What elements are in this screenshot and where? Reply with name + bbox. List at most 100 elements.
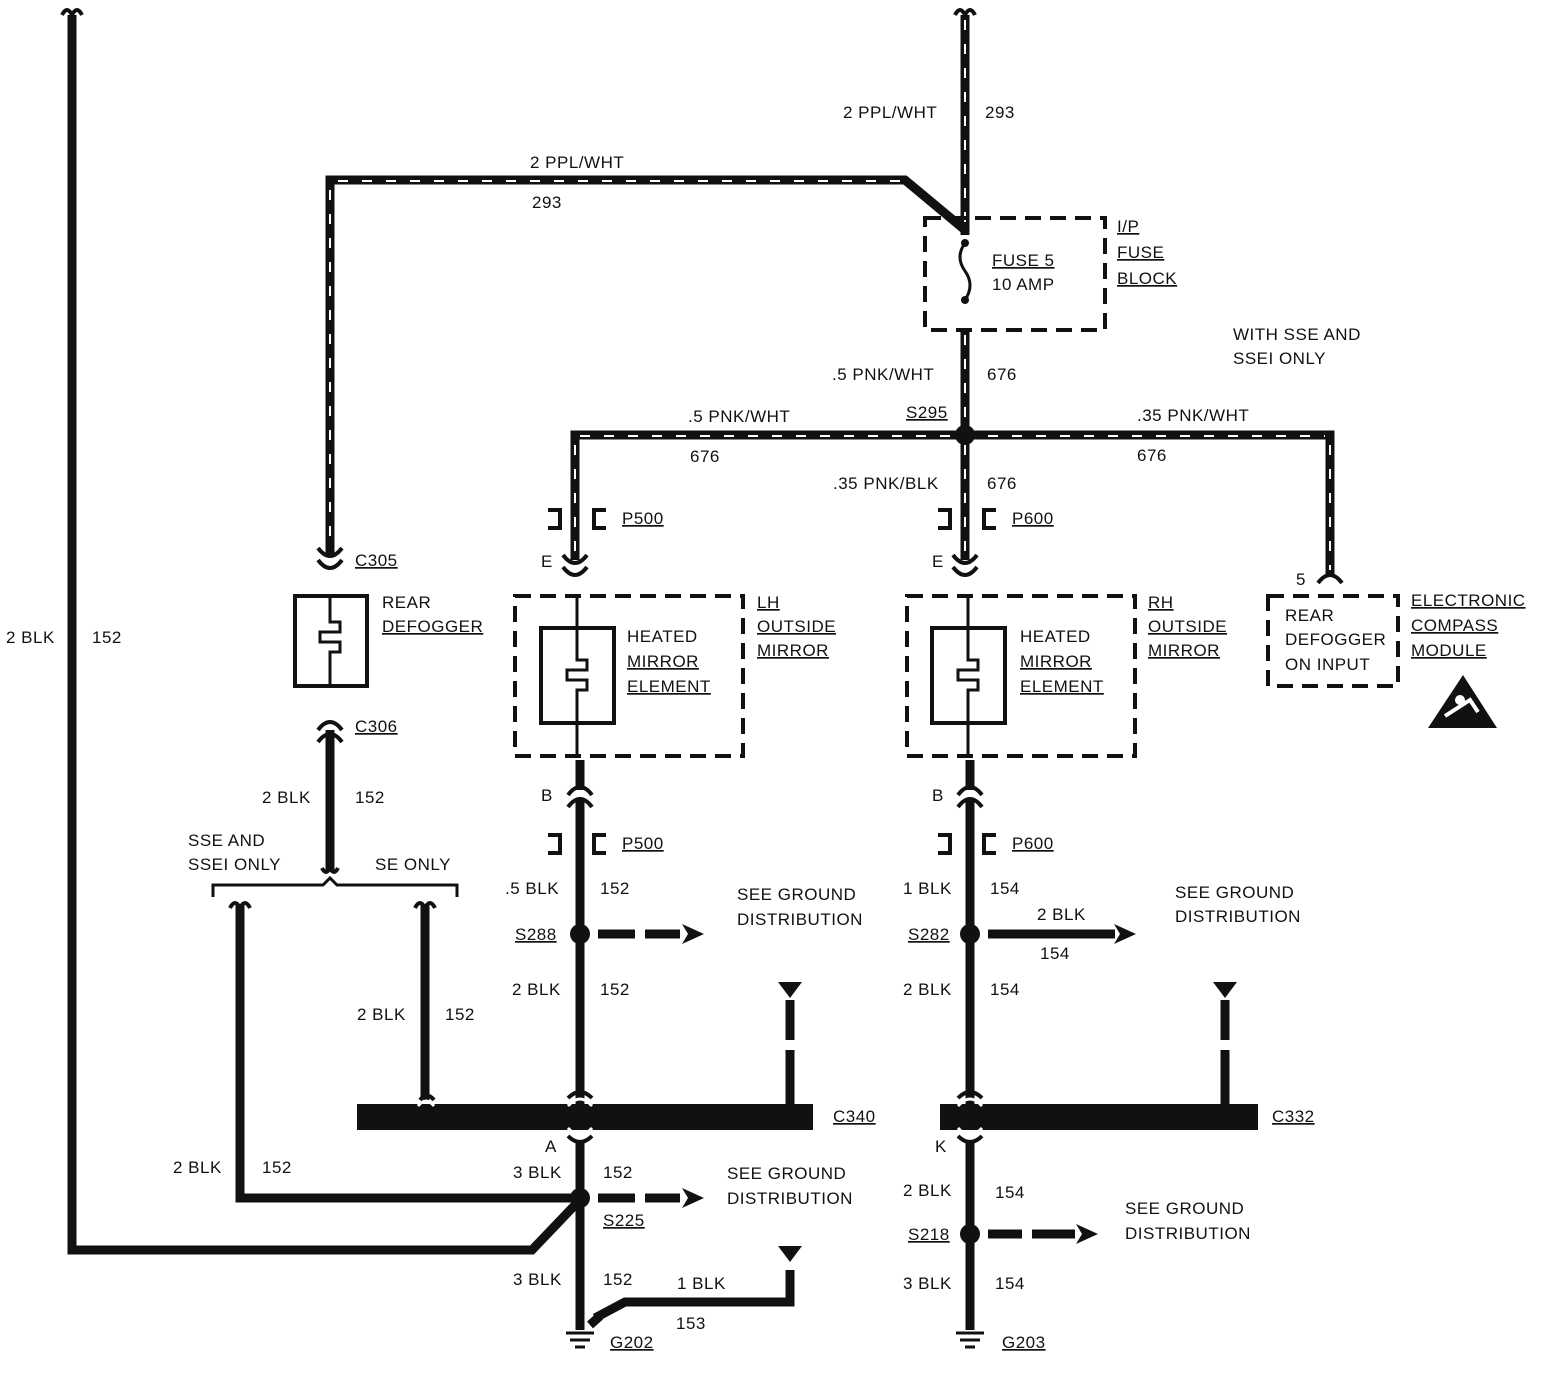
wire-size-label: 1 BLK (903, 879, 952, 898)
wire-circuit-label: 152 (355, 788, 385, 807)
connector-label: C332 (1272, 1107, 1315, 1126)
ground-label: G202 (610, 1333, 654, 1352)
lh-outside-mirror-box (513, 594, 745, 758)
ground-note: DISTRIBUTION (1175, 907, 1301, 926)
fuse-block-label: FUSE (1117, 243, 1164, 262)
wire-size-label: 2 BLK (512, 980, 561, 999)
splice-label: S288 (515, 925, 557, 944)
pin-label: E (932, 552, 944, 571)
option-note: SSEI ONLY (188, 855, 281, 874)
ground-note: SEE GROUND (727, 1164, 846, 1183)
inline-connector-brackets (548, 508, 996, 855)
component-label: MIRROR (627, 652, 699, 671)
wire-circuit-label: 676 (1137, 446, 1167, 465)
component-label: RH (1148, 593, 1174, 612)
wire-size-label: 3 BLK (513, 1270, 562, 1289)
connector-c332-bar (940, 1104, 1258, 1130)
component-label: OUTSIDE (757, 617, 836, 636)
esd-warning-icon (1428, 675, 1497, 728)
wire-size-label: 2 BLK (903, 1181, 952, 1200)
wire-size-label: 1 BLK (677, 1274, 726, 1293)
component-label: ELEMENT (627, 677, 711, 696)
wire-circuit-label: 152 (92, 628, 122, 647)
wire-size-label: 2 BLK (1037, 905, 1086, 924)
ground-symbol-icon (566, 1331, 984, 1349)
wire-circuit-label: 154 (990, 980, 1020, 999)
wire-size-label: 3 BLK (903, 1274, 952, 1293)
wire-size-label: .35 PNK/WHT (1137, 406, 1249, 425)
wire-circuit-label: 154 (1040, 944, 1070, 963)
wire-sse-branch (235, 905, 580, 1203)
option-note: WITH SSE AND (1233, 325, 1361, 344)
component-label: REAR (1285, 606, 1334, 625)
wire-size-label: 3 BLK (513, 1163, 562, 1182)
pin-label: 5 (1296, 570, 1306, 589)
rh-outside-mirror-box (905, 594, 1137, 758)
wire-size-label: .5 BLK (505, 879, 559, 898)
wire-circuit-label: 152 (600, 980, 630, 999)
wire-size-label: .5 PNK/WHT (688, 407, 790, 426)
splice-s225 (570, 1188, 590, 1208)
wire-size-label: 2 BLK (903, 980, 952, 999)
connector-symbols (60, 8, 1344, 913)
heating-element-icon (318, 596, 342, 686)
splice-s295 (955, 425, 975, 445)
connector-label: P500 (622, 834, 664, 853)
component-label: OUTSIDE (1148, 617, 1227, 636)
wire-circuit-label: 154 (995, 1274, 1025, 1293)
pin-label: A (545, 1137, 557, 1156)
ground-note: SEE GROUND (737, 885, 856, 904)
wire-circuit-label: 154 (990, 879, 1020, 898)
component-label: COMPASS (1411, 616, 1498, 635)
pin-label: E (541, 552, 553, 571)
wire-far-left-152 (67, 15, 579, 1255)
wire-circuit-label: 152 (600, 879, 630, 898)
component-label: DEFOGGER (382, 617, 483, 636)
component-label: MIRROR (1020, 652, 1092, 671)
wire-153 (592, 1270, 795, 1322)
wire-676-s295-branch (570, 430, 1335, 575)
wire-circuit-label: 293 (985, 103, 1015, 122)
wire-circuit-label: 152 (603, 1270, 633, 1289)
fuse-block-label: I/P (1117, 217, 1139, 236)
component-label: MIRROR (757, 641, 829, 660)
wire-circuit-label: 152 (445, 1005, 475, 1024)
connector-label: P500 (622, 509, 664, 528)
option-note: SSE AND (188, 831, 265, 850)
component-label: REAR (382, 593, 431, 612)
component-label: HEATED (627, 627, 698, 646)
pin-label: B (541, 786, 553, 805)
wire-circuit-label: 676 (987, 474, 1017, 493)
wire-circuit-label: 153 (676, 1314, 706, 1333)
wire-circuit-label: 154 (995, 1183, 1025, 1202)
wire-size-label: 2 PPL/WHT (843, 103, 937, 122)
wire-size-label: .35 PNK/BLK (833, 474, 939, 493)
component-label: LH (757, 593, 780, 612)
option-note: SE ONLY (375, 855, 451, 874)
splice-s288 (570, 924, 590, 944)
fuse-block-label: BLOCK (1117, 269, 1177, 288)
pin-label: K (935, 1137, 947, 1156)
wire-size-label: 2 BLK (357, 1005, 406, 1024)
connector-c340-bar (357, 1104, 813, 1130)
component-label: ELECTRONIC (1411, 591, 1526, 610)
splice-label: S225 (603, 1211, 645, 1230)
pin-label: B (932, 786, 944, 805)
wire-size-label: 2 BLK (6, 628, 55, 647)
fuse-name: FUSE 5 (992, 251, 1055, 270)
ground-note: SEE GROUND (1175, 883, 1294, 902)
ground-label: G203 (1002, 1333, 1046, 1352)
wire-size-label: 2 BLK (262, 788, 311, 807)
connector-label: C305 (355, 551, 398, 570)
compass-input-box (1266, 594, 1400, 688)
component-label: MIRROR (1148, 641, 1220, 660)
component-label: HEATED (1020, 627, 1091, 646)
fuse-rating: 10 AMP (992, 275, 1055, 294)
wire-size-label: .5 PNK/WHT (832, 365, 934, 384)
splice-s282 (960, 924, 980, 944)
connector-label: C340 (833, 1107, 876, 1126)
ip-fuse-block-box (923, 216, 1107, 332)
wire-circuit-label: 676 (987, 365, 1017, 384)
